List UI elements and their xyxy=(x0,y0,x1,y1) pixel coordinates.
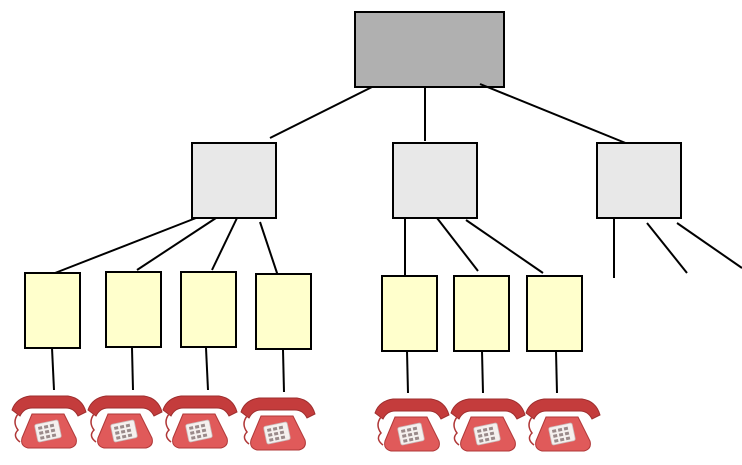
connector-root-switch-1 xyxy=(269,86,373,139)
red-desk-telephone-icon xyxy=(374,398,450,452)
connector-switch-1-line-1 xyxy=(54,217,197,274)
connector-switch-2-line-2 xyxy=(436,217,479,272)
line-node-1-4 xyxy=(255,273,312,350)
red-desk-telephone-icon xyxy=(11,395,87,449)
connector-root-switch-3 xyxy=(479,83,629,145)
red-desk-telephone-icon xyxy=(162,395,238,449)
connector-switch-2-line-3 xyxy=(465,219,544,274)
root-connectors xyxy=(269,83,629,145)
root-node xyxy=(354,11,505,88)
phones xyxy=(11,395,601,452)
line-node-1-1 xyxy=(24,272,81,349)
switch-2-connectors xyxy=(404,217,544,278)
line-node-1-2 xyxy=(105,271,162,348)
connector-switch-1-line-4 xyxy=(259,221,279,277)
switch-1-connectors xyxy=(54,217,279,277)
red-desk-telephone-icon xyxy=(240,397,316,451)
connector-phone-3 xyxy=(205,347,209,391)
connector-phone-5 xyxy=(406,350,409,394)
phone-connectors xyxy=(51,347,558,394)
connector-switch-1-line-3 xyxy=(211,217,238,271)
switch-node-1 xyxy=(191,142,277,219)
connector-switch-1-line-2 xyxy=(136,217,217,271)
connector-phone-6 xyxy=(481,350,484,394)
connector-phone-2 xyxy=(131,347,134,391)
connector-phone-7 xyxy=(555,350,558,394)
line-node-1-3 xyxy=(180,271,237,348)
connector-phone-4 xyxy=(282,349,285,393)
line-node-2-3 xyxy=(526,275,583,352)
red-desk-telephone-icon xyxy=(87,395,163,449)
stub-line-3 xyxy=(676,222,742,269)
line-node-2-1 xyxy=(381,275,438,352)
red-desk-telephone-icon xyxy=(525,398,601,452)
line-node-2-2 xyxy=(453,275,510,352)
switch-node-2 xyxy=(392,142,478,219)
switch-node-3 xyxy=(596,142,682,219)
stub-line-2 xyxy=(646,222,688,274)
connector-phone-1 xyxy=(51,347,55,391)
switch-3-stub-connectors xyxy=(613,218,742,278)
red-desk-telephone-icon xyxy=(450,398,526,452)
